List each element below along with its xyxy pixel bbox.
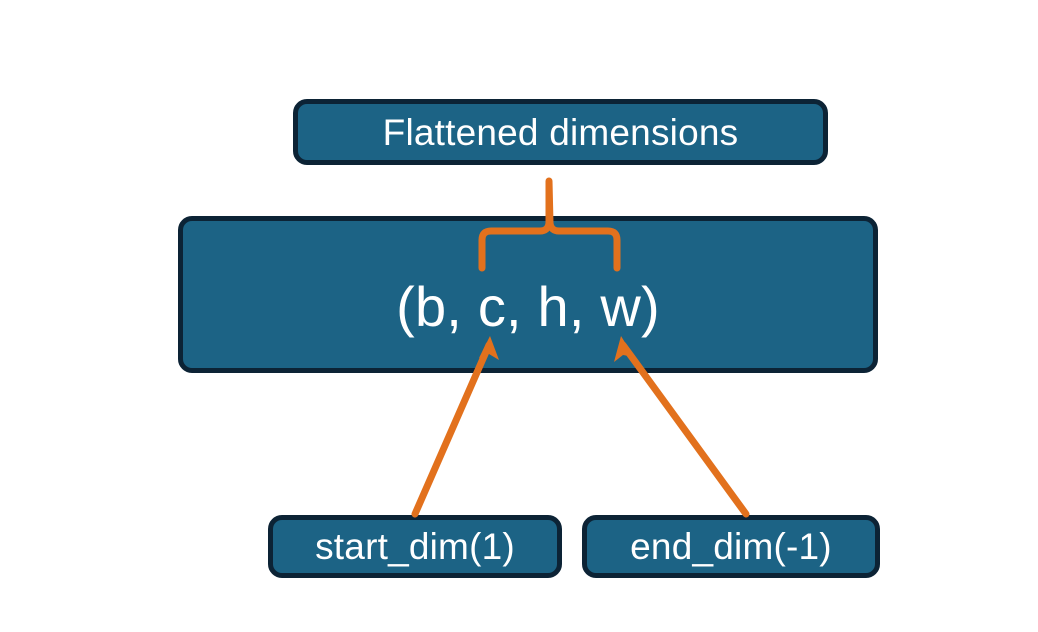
flattened-dimensions-label: Flattened dimensions — [382, 111, 739, 153]
tensor-shape-node: (b, c, h, w) — [178, 216, 878, 373]
tensor-shape-label: (b, c, h, w) — [396, 274, 660, 338]
end-dim-node: end_dim(-1) — [582, 515, 880, 578]
start-dim-node: start_dim(1) — [268, 515, 562, 578]
start-dim-label: start_dim(1) — [315, 526, 515, 567]
end-dim-label: end_dim(-1) — [630, 526, 832, 567]
flattened-dimensions-node: Flattened dimensions — [293, 99, 828, 165]
